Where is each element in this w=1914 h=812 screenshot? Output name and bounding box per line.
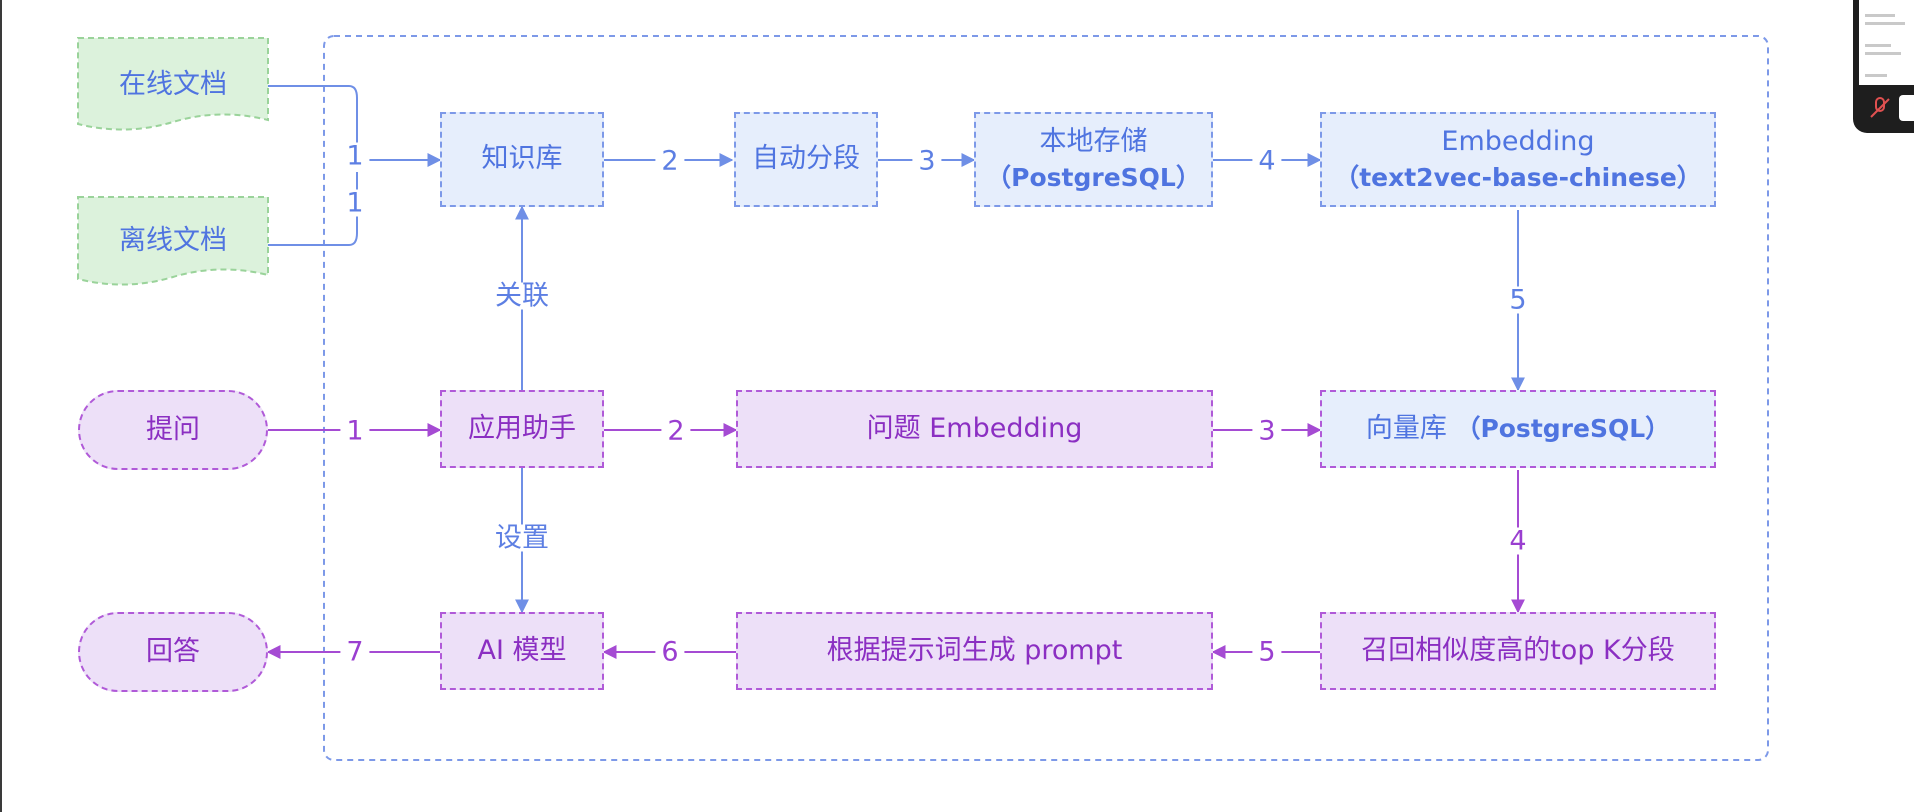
- system-boundary: [323, 35, 1769, 761]
- edge-label-doc1-a: 1: [340, 142, 370, 170]
- knowledge-base-node: 知识库: [440, 112, 604, 207]
- app-assistant-label: 应用助手: [468, 412, 576, 444]
- edge-label-app-to-qemb: 2: [661, 417, 691, 445]
- question-label: 提问: [146, 413, 200, 445]
- offline-doc-label: 离线文档: [119, 224, 227, 256]
- video-icon[interactable]: [1899, 95, 1914, 121]
- answer-label: 回答: [146, 635, 200, 667]
- edge-label-kb-to-seg: 2: [655, 147, 685, 175]
- embedding-model-label: （text2vec-base-chinese）: [1334, 162, 1702, 192]
- thumbnail-page-preview: [1859, 0, 1914, 85]
- online-doc-shape: [77, 37, 269, 131]
- recall-node: 召回相似度高的top K分段: [1320, 612, 1716, 690]
- mic-off-icon[interactable]: [1867, 95, 1893, 121]
- vector-db-paren-label: （PostgreSQL）: [1455, 414, 1671, 444]
- window-left-border: [0, 0, 2, 812]
- edge-label-doc1-b: 1: [340, 189, 370, 217]
- knowledge-base-label: 知识库: [481, 143, 563, 175]
- question-node: 提问: [78, 390, 268, 470]
- edge-label-recall-to-prompt: 5: [1252, 638, 1282, 666]
- offline-doc: 离线文档: [78, 206, 268, 276]
- recall-label: 召回相似度高的top K分段: [1361, 634, 1675, 666]
- edge-label-qemb-to-vec: 3: [1252, 417, 1282, 445]
- edge-label-setting: 设置: [489, 524, 555, 552]
- prompt-gen-node: 根据提示词生成 prompt: [736, 612, 1213, 690]
- local-storage-label: 本地存储: [1039, 126, 1148, 158]
- question-embedding-label: 问题 Embedding: [866, 412, 1083, 444]
- edge-label-emb-to-vec: 5: [1503, 286, 1533, 314]
- embedding-node: Embedding （text2vec-base-chinese）: [1320, 112, 1716, 207]
- online-doc-label: 在线文档: [119, 68, 227, 100]
- offline-doc-shape: [77, 196, 269, 286]
- online-doc-connector: [268, 85, 358, 150]
- ai-model-label: AI 模型: [477, 634, 567, 666]
- edge-label-link: 关联: [489, 282, 555, 310]
- offline-doc-connector: [268, 172, 358, 246]
- vector-db-label: 向量库: [1365, 412, 1456, 444]
- online-doc: 在线文档: [78, 50, 268, 120]
- edge-label-prompt-to-ai: 6: [655, 638, 685, 666]
- auto-segment-label: 自动分段: [752, 143, 860, 175]
- question-embedding-node: 问题 Embedding: [736, 390, 1213, 468]
- app-assistant-node: 应用助手: [440, 390, 604, 468]
- window-thumbnail[interactable]: [1853, 0, 1914, 133]
- edge-label-ai-to-answer: 7: [340, 638, 370, 666]
- ai-model-node: AI 模型: [440, 612, 604, 690]
- local-storage-db-label: （PostgreSQL）: [986, 162, 1201, 192]
- prompt-gen-label: 根据提示词生成 prompt: [826, 634, 1123, 666]
- edge-label-vec-to-recall: 4: [1503, 527, 1533, 555]
- edge-label-seg-to-store: 3: [912, 147, 942, 175]
- edge-label-q-to-app: 1: [340, 417, 370, 445]
- answer-node: 回答: [78, 612, 268, 692]
- auto-segment-node: 自动分段: [734, 112, 878, 207]
- vector-db-node: 向量库 （PostgreSQL）: [1320, 390, 1716, 468]
- edge-label-store-to-emb: 4: [1252, 147, 1282, 175]
- embedding-label: Embedding: [1441, 126, 1595, 158]
- local-storage-node: 本地存储 （PostgreSQL）: [974, 112, 1213, 207]
